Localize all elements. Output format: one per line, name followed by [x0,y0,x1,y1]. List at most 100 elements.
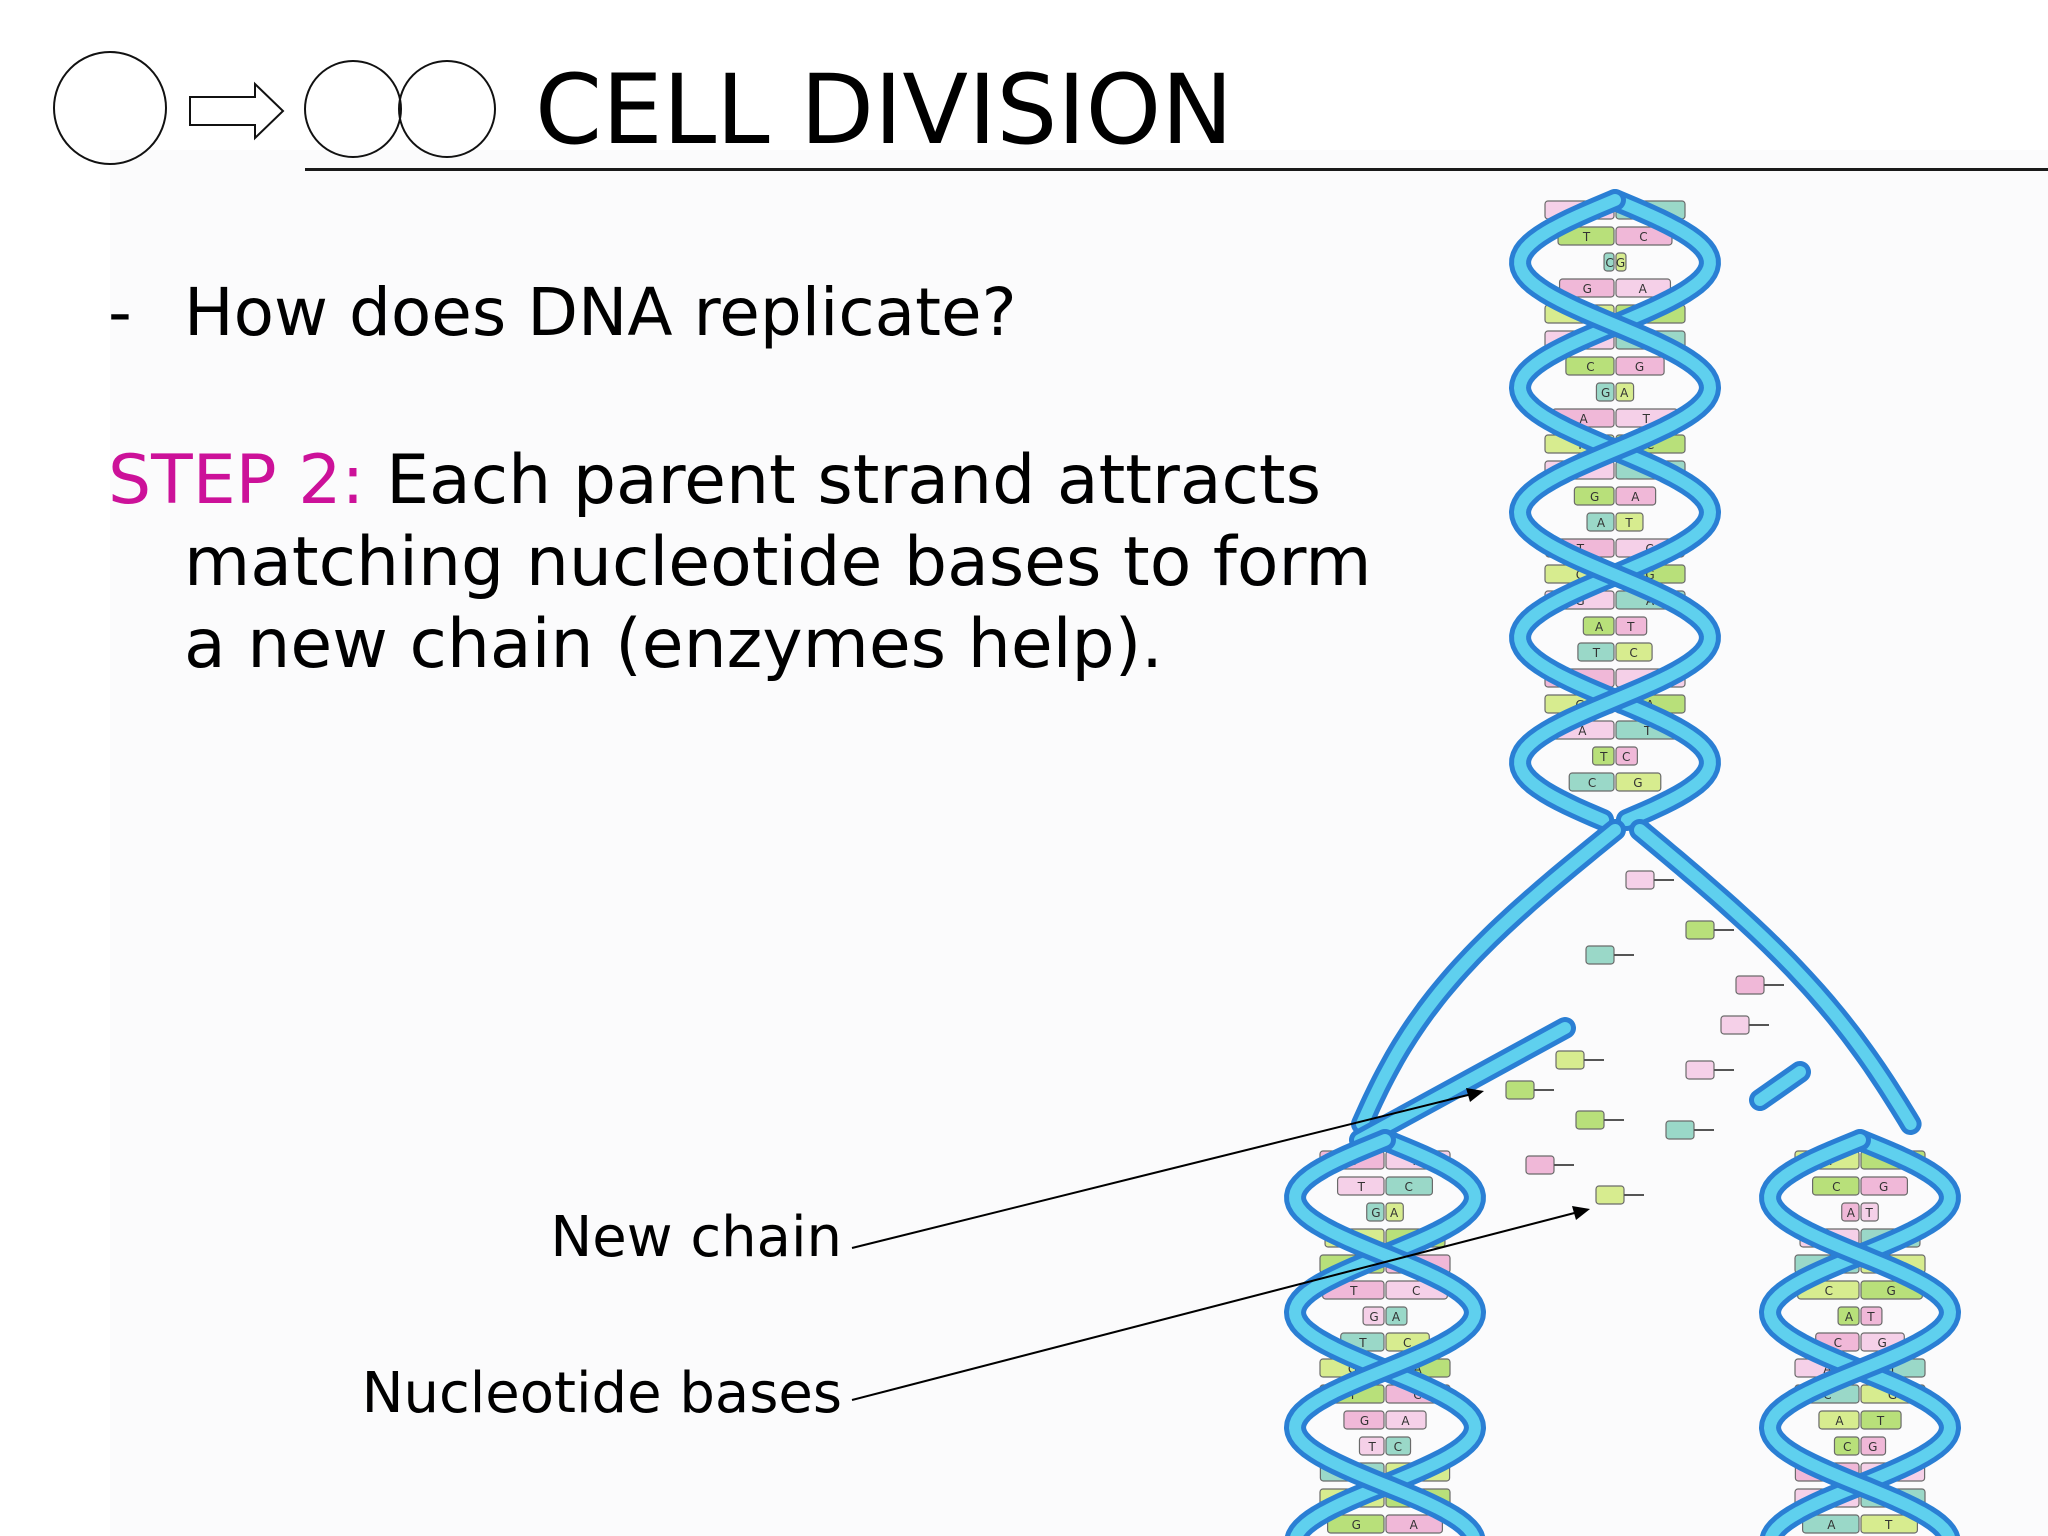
base-letter: C [1834,1336,1842,1350]
step-label: STEP 2: [108,441,365,520]
base-letter: T [1582,230,1591,244]
base-letter: G [1887,1284,1896,1298]
base-block [1615,642,1653,662]
base-letter: A [1631,490,1640,504]
base-letter: T [1592,646,1601,660]
base-letter: C [1832,1180,1840,1194]
base-letter: C [1622,750,1630,764]
nucleotide-base [1595,1185,1625,1205]
bullet-marker: - [108,274,132,351]
slide-background-panel [110,150,2048,1536]
base-letter: G [1868,1440,1877,1454]
base-letter: A [1620,386,1629,400]
base-block [1801,1514,1860,1534]
base-letter: A [1595,620,1604,634]
base-letter: T [1626,620,1635,634]
base-block [1811,1176,1860,1196]
base-letter: C [1405,1180,1413,1194]
base-block [1343,1410,1385,1430]
nucleotide-base [1555,1050,1585,1070]
nucleotide-base [1625,870,1655,890]
base-block [1586,512,1615,532]
parent-cell-icon [53,51,167,165]
base-letter: T [1349,1284,1358,1298]
base-letter: G [1601,386,1610,400]
nucleotide-base [1720,1015,1750,1035]
base-letter: C [1576,568,1584,582]
base-letter: G [1633,776,1642,790]
base-block [1582,616,1615,636]
base-letter: A [1578,724,1587,738]
left-fork-strand [1356,824,1621,1130]
page-title: CELL DIVISION [535,54,1234,166]
base-letter: C [1825,1284,1833,1298]
base-letter: G [1371,1206,1380,1220]
parent-strand-a-upper [1514,194,1716,826]
base-block [1385,1410,1427,1430]
base-letter: A [1835,1414,1844,1428]
new-chain-pointer [851,1091,1481,1249]
base-letter: A [1597,516,1606,530]
base-letter: G [1348,1362,1357,1376]
base-letter: C [1588,776,1596,790]
base-block [1615,252,1627,272]
base-block [1860,1202,1879,1222]
base-letter: A [1410,1518,1419,1532]
new-chain-strand-right [1754,1066,1806,1106]
base-block [1615,486,1657,506]
base-block [1577,642,1615,662]
base-block [1860,1514,1919,1534]
base-letter: A [1390,1206,1399,1220]
base-letter: G [1369,1310,1378,1324]
base-block [1615,746,1638,766]
base-letter: T [1357,1180,1366,1194]
base-letter: C [1843,1440,1851,1454]
title-underline [305,168,2048,171]
bullet-question: How does DNA replicate? [184,274,1017,351]
new-chain-label: New chain [550,1205,842,1270]
base-letter: T [1358,1336,1367,1350]
base-letter: T [1624,516,1633,530]
base-letter: A [1580,412,1589,426]
base-block [1592,746,1615,766]
base-letter: A [1823,1362,1832,1376]
base-block [1860,1410,1902,1430]
base-block [1385,1306,1408,1326]
base-letter: A [1392,1310,1401,1324]
nucleotide-base [1525,1155,1555,1175]
base-block [1358,1436,1385,1456]
base-block [1818,1410,1860,1430]
right-fork-strand [1634,824,1917,1130]
base-letter: T [1599,750,1608,764]
base-letter: T [1642,412,1651,426]
base-letter: G [1583,282,1592,296]
base-letter: G [1352,1518,1361,1532]
base-block [1385,1202,1404,1222]
base-letter: T [1888,1362,1897,1376]
nucleotide-bases-label: Nucleotide bases [361,1361,842,1426]
base-block [1615,772,1662,792]
base-letter: T [1876,1414,1885,1428]
base-block [1385,1514,1444,1534]
base-block [1385,1436,1412,1456]
base-letter: A [1847,1206,1856,1220]
left-daughter-strand-b [1289,1134,1481,1536]
nucleotide-base [1585,945,1615,965]
base-letter: C [1605,256,1613,270]
base-block [1837,1306,1860,1326]
base-block [1326,1514,1385,1534]
base-letter: C [1629,646,1637,660]
base-letter: C [1403,1336,1411,1350]
base-block [1385,1176,1434,1196]
bases-pointer [851,1209,1587,1401]
base-letter: G [1879,1180,1888,1194]
base-block [1362,1306,1385,1326]
base-letter: G [1616,256,1625,270]
base-letter: T [1866,1310,1875,1324]
base-letter: G [1877,1336,1886,1350]
nucleotide-base [1505,1080,1535,1100]
base-letter: C [1639,230,1647,244]
base-block [1366,1202,1385,1222]
